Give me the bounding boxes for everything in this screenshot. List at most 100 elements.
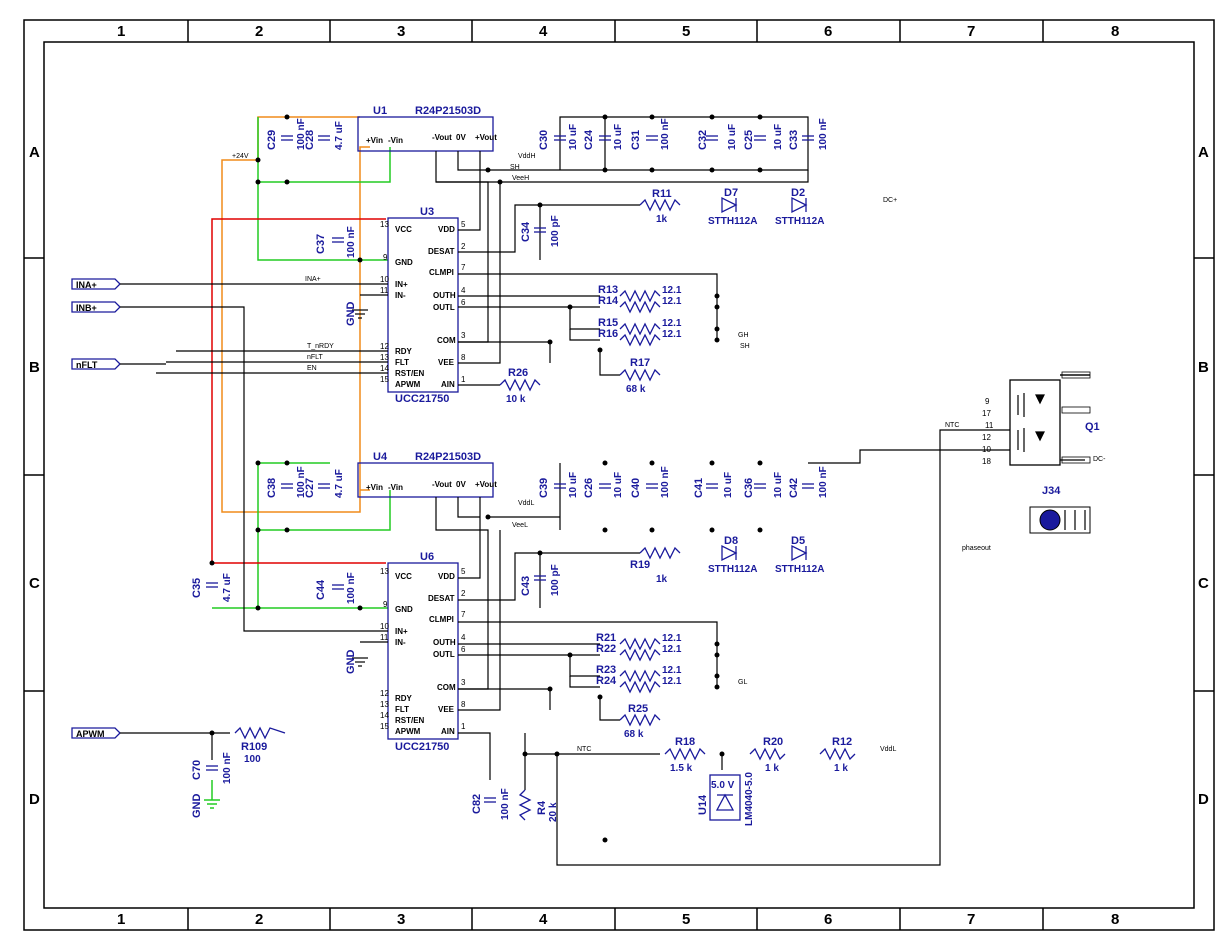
svg-text:U3: U3 [420,206,434,218]
svg-text:GND: GND [191,794,203,819]
svg-text:C70: C70 [191,760,203,780]
svg-text:R21: R21 [596,632,616,644]
svg-text:15: 15 [380,375,389,384]
gnd-icon [204,799,220,809]
svg-text:10 uF: 10 uF [568,124,579,150]
svg-text:0V: 0V [456,480,466,489]
cap-c28: C28 4.7 uF [304,121,345,150]
cap-c44: C44 100 nF [315,572,357,604]
svg-text:FLT: FLT [395,358,409,367]
col-label: 2 [255,911,263,928]
cap-c26: C26 10 uF [583,472,624,498]
col-label: 5 [682,23,690,40]
port-apwm[interactable] [71,727,121,739]
svg-text:LM4040-5.0: LM4040-5.0 [744,772,755,826]
col-label: 3 [397,911,405,928]
dcdc-u1: U1 R24P21503D +Vin -Vin -Vout 0V +Vout [357,105,497,152]
cap-c41: C41 10 uF [693,472,734,498]
svg-text:100 pF: 100 pF [550,215,561,247]
svg-text:INA+: INA+ [305,276,321,283]
svg-text:5: 5 [461,220,466,229]
svg-text:FLT: FLT [395,705,409,714]
svg-text:AIN: AIN [441,727,455,736]
svg-text:100 nF: 100 nF [660,118,671,150]
svg-text:VddL: VddL [518,500,534,507]
svg-text:R13: R13 [598,284,618,296]
col-label: 6 [824,23,832,40]
svg-text:6: 6 [461,645,466,654]
svg-text:+24V: +24V [232,153,249,160]
col-label: 7 [967,23,975,40]
col-label: 7 [967,911,975,928]
connector-j34: J34 [1029,485,1091,534]
resistor-r4: R4 20 k [518,789,559,822]
svg-text:C44: C44 [315,579,327,600]
cap-c34: C34 100 pF [520,215,561,247]
cap-c27: C27 4.7 uF [304,469,345,498]
svg-text:Q1: Q1 [1085,421,1100,433]
svg-text:2: 2 [461,589,466,598]
svg-text:11: 11 [380,286,389,295]
svg-text:C31: C31 [630,130,642,150]
svg-text:100 nF: 100 nF [296,466,307,498]
port-inb-label: INB+ [76,303,97,313]
svg-text:STTH112A: STTH112A [775,564,824,575]
svg-text:GH: GH [738,332,749,339]
row-label: C [1198,575,1209,592]
svg-text:IN-: IN- [395,291,406,300]
svg-text:C42: C42 [788,478,800,498]
svg-text:R109: R109 [241,741,267,753]
gnd-icon [352,309,368,319]
port-ina[interactable] [71,278,121,290]
svg-text:R12: R12 [832,736,852,748]
svg-text:IN-: IN- [395,638,406,647]
svg-text:APWM: APWM [395,727,421,736]
svg-text:68 k: 68 k [626,384,646,395]
svg-text:17: 17 [982,409,991,418]
capacitors-top: C29 100 nF C28 4.7 uF C30 10 uF C24 10 u… [266,118,829,258]
svg-text:100 nF: 100 nF [818,466,829,498]
svg-text:R24P21503D: R24P21503D [415,105,481,117]
svg-text:1: 1 [461,722,466,731]
svg-text:10 uF: 10 uF [613,124,624,150]
svg-text:100 nF: 100 nF [818,118,829,150]
svg-text:D7: D7 [724,187,738,199]
svg-text:VCC: VCC [395,225,412,234]
svg-text:DESAT: DESAT [428,247,455,256]
wires [120,116,1090,866]
svg-text:VeeL: VeeL [512,522,528,529]
svg-text:DC-: DC- [1093,456,1106,463]
svg-text:OUTH: OUTH [433,291,456,300]
vref-u14: 5.0 V U14 LM4040-5.0 [697,772,755,826]
svg-text:100 nF: 100 nF [222,752,233,784]
svg-text:C37: C37 [315,234,327,254]
svg-text:C28: C28 [304,130,316,150]
svg-text:C40: C40 [630,478,642,498]
cap-c40: C40 100 nF [630,466,671,498]
svg-text:10 uF: 10 uF [727,124,738,150]
svg-text:3: 3 [461,678,466,687]
svg-text:R11: R11 [652,188,672,200]
net-labels: +24V INA+ VddH SH VeeH DC+ T_nRDY nFLT E… [232,153,1106,753]
svg-text:-Vout: -Vout [432,133,452,142]
svg-text:12.1: 12.1 [662,676,682,687]
svg-text:J34: J34 [1042,485,1061,497]
svg-text:R25: R25 [628,703,648,715]
svg-text:2: 2 [461,242,466,251]
svg-text:14: 14 [380,364,389,373]
svg-text:STTH112A: STTH112A [708,216,757,227]
svg-text:12: 12 [380,689,389,698]
svg-text:GND: GND [345,650,357,675]
port-inb[interactable] [71,301,121,313]
port-apwm-label: APWM [76,729,105,739]
svg-text:C33: C33 [788,130,800,150]
port-nflt[interactable] [71,358,121,370]
svg-text:R16: R16 [598,328,618,340]
svg-text:GND: GND [395,605,413,614]
svg-text:D2: D2 [791,187,805,199]
